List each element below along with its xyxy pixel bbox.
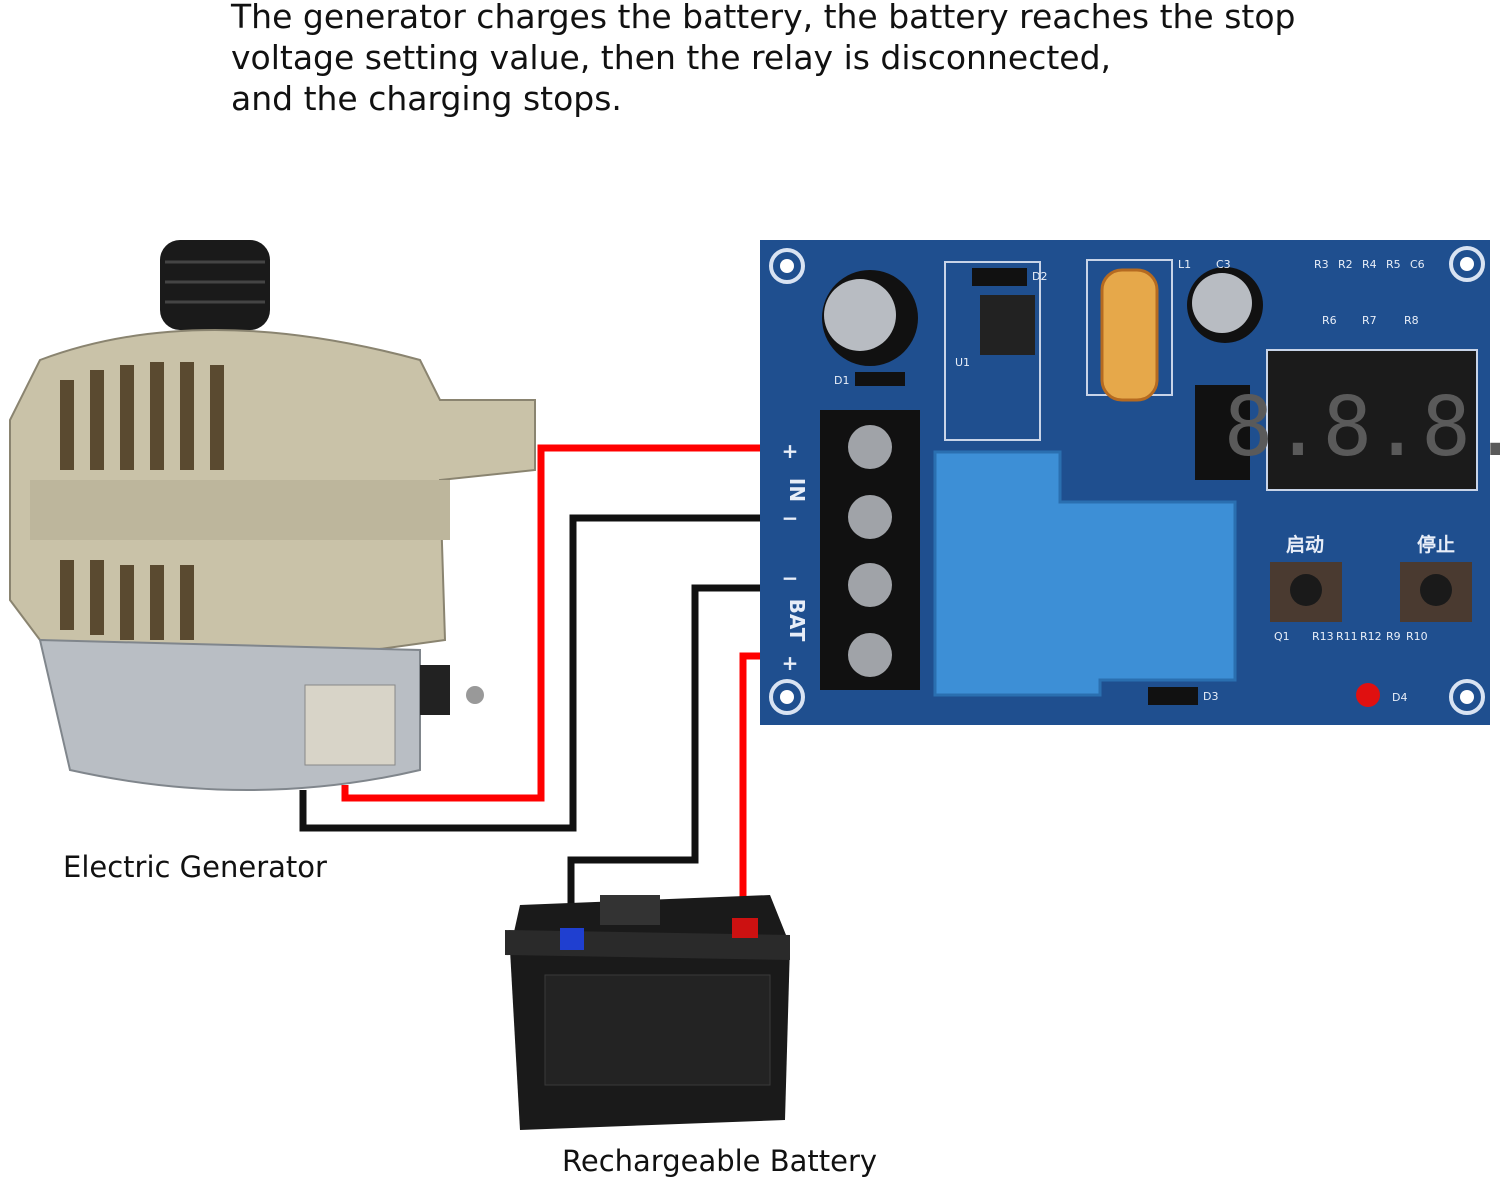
- wire-generator-negative: [299, 514, 762, 832]
- svg-text:−: −: [782, 506, 799, 530]
- svg-text:D2: D2: [1032, 270, 1047, 283]
- svg-text:R5: R5: [1386, 258, 1401, 271]
- svg-text:U1: U1: [955, 356, 970, 369]
- wire-generator-positive: [341, 444, 762, 802]
- generator-label: Electric Generator: [63, 850, 327, 884]
- svg-text:R11: R11: [1336, 630, 1358, 643]
- svg-text:D1: D1: [834, 374, 849, 387]
- svg-text:R2: R2: [1338, 258, 1353, 271]
- svg-text:D4: D4: [1392, 691, 1407, 704]
- wire-battery-negative: [567, 584, 762, 935]
- svg-text:R6: R6: [1322, 314, 1337, 327]
- start-button-label: 启动: [1286, 533, 1324, 556]
- svg-text:R7: R7: [1362, 314, 1377, 327]
- caption-line: The generator charges the battery, the b…: [231, 0, 1296, 36]
- stop-button-label: 停止: [1417, 533, 1455, 556]
- svg-text:L1: L1: [1178, 258, 1191, 271]
- svg-text:C3: C3: [1216, 258, 1231, 271]
- svg-text:R8: R8: [1404, 314, 1419, 327]
- svg-text:R3: R3: [1314, 258, 1329, 271]
- svg-text:R9: R9: [1386, 630, 1401, 643]
- svg-text:R10: R10: [1406, 630, 1428, 643]
- caption-line: and the charging stops.: [231, 79, 622, 118]
- svg-text:D3: D3: [1203, 690, 1218, 703]
- svg-text:+: +: [782, 651, 799, 675]
- charge-controller-board: 8.8.8. + IN − − BAT + R3 R2 R4 R5 C6 R6 …: [760, 240, 1500, 725]
- svg-text:R4: R4: [1362, 258, 1377, 271]
- svg-text:C6: C6: [1410, 258, 1425, 271]
- svg-text:+: +: [782, 439, 799, 463]
- wire-battery-positive: [739, 652, 762, 925]
- svg-text:R12: R12: [1360, 630, 1382, 643]
- svg-text:−: −: [782, 566, 799, 590]
- rechargeable-battery: [505, 895, 790, 1130]
- caption: The generator charges the battery, the b…: [231, 0, 1296, 119]
- svg-text:R13: R13: [1312, 630, 1334, 643]
- svg-text:IN: IN: [785, 478, 809, 502]
- seven-segment-display: 8.8.8.: [1224, 380, 1500, 475]
- component-labels: R3 R2 R4 R5 C6 R6 R7 R8 L1 C3 D2 U1 D1 D…: [834, 258, 1428, 704]
- caption-line: voltage setting value, then the relay is…: [231, 38, 1112, 77]
- svg-text:Q1: Q1: [1274, 630, 1290, 643]
- battery-label: Rechargeable Battery: [562, 1144, 878, 1178]
- svg-text:BAT: BAT: [785, 599, 809, 642]
- terminal-labels: + IN − − BAT +: [782, 439, 809, 675]
- electric-generator: [9, 240, 536, 791]
